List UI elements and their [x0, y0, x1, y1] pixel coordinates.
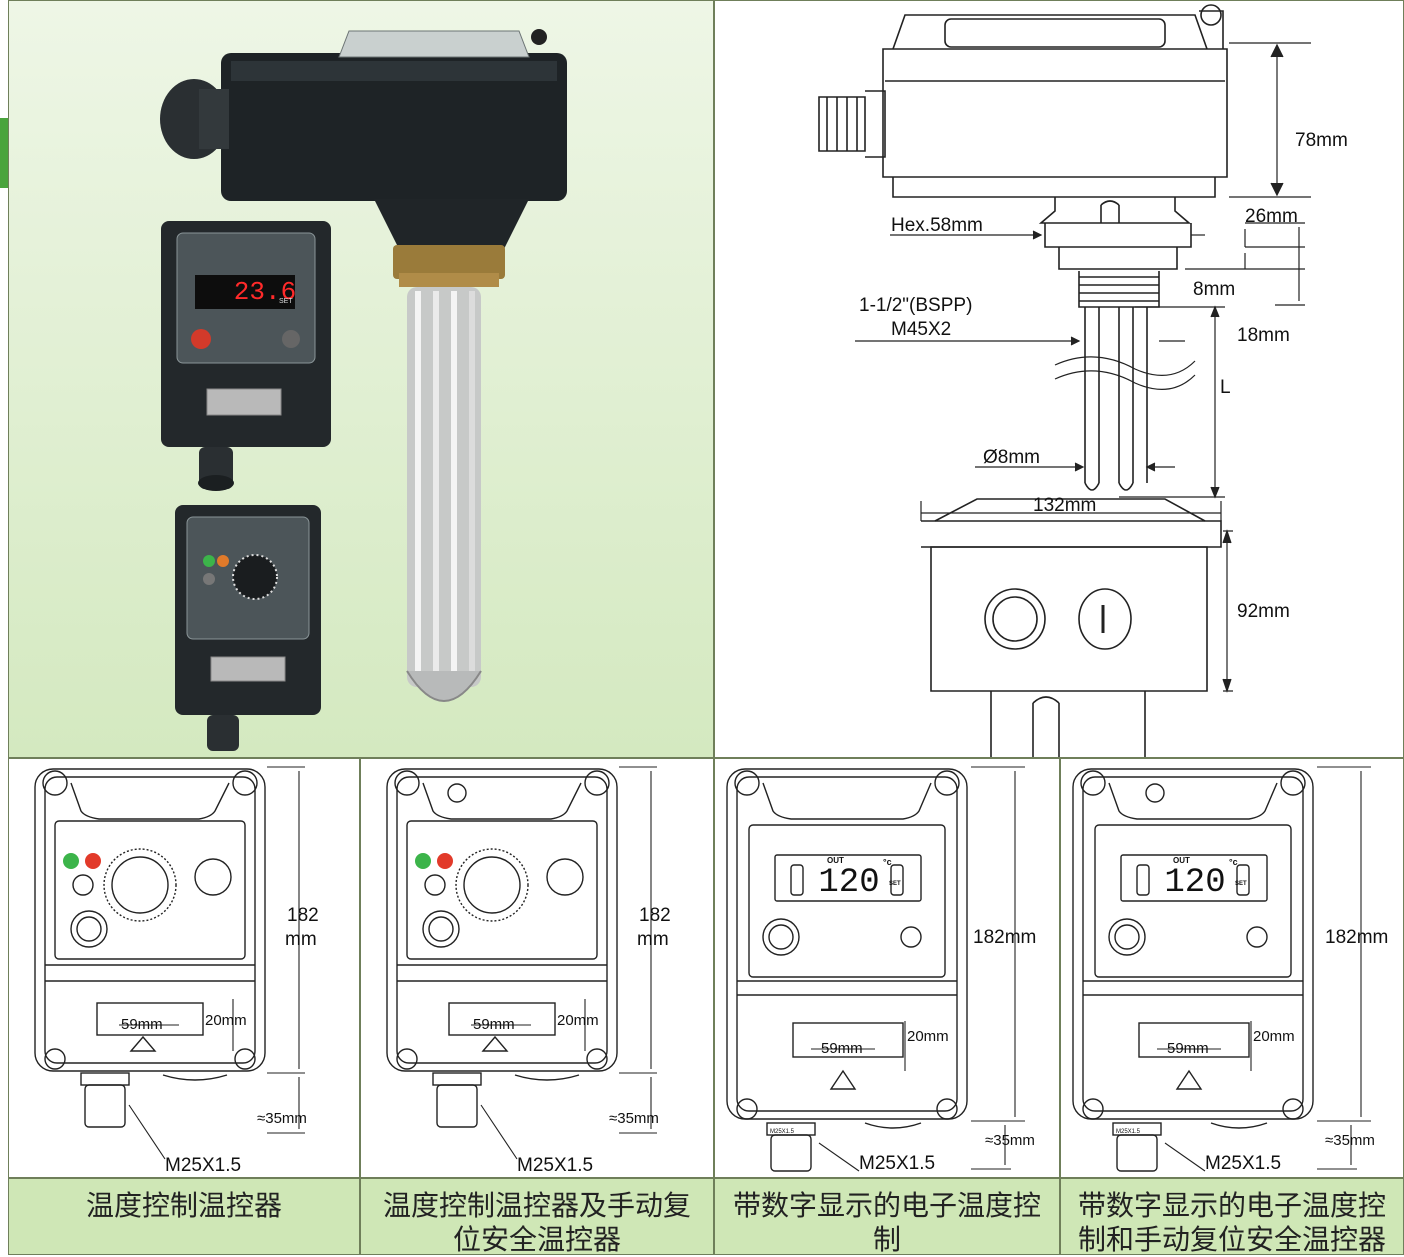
caption-variant-2: 温度控制温控器及手动复位安全温控器: [360, 1178, 714, 1256]
v4-display-set: SET: [1235, 881, 1247, 887]
dim-bspp: 1-1/2"(BSPP): [859, 295, 972, 316]
v2-gland-thread: M25X1.5: [517, 1155, 593, 1176]
v3-gland-height: ≈35mm: [985, 1132, 1035, 1149]
v3-gland-thread: M25X1.5: [859, 1153, 935, 1174]
v1-label-height: 20mm: [205, 1012, 247, 1029]
v3-display-out: OUT: [827, 856, 844, 865]
display-reading: 23.6: [234, 277, 296, 307]
variant-4-drawing: 120 OUT °c SET M25X1.5 182mm 59mm 20mm ≈…: [1060, 758, 1404, 1178]
v4-display-value: 120: [1164, 864, 1225, 902]
digital-controller-photo: 23.6 SET: [161, 221, 331, 491]
v1-gland-thread: M25X1.5: [165, 1155, 241, 1176]
variant-3-drawing: 120 OUT °c SET M25X1.5 182mm 59mm 20mm ≈…: [714, 758, 1060, 1178]
v1-gland-height: ≈35mm: [257, 1110, 307, 1127]
v4-gland-height: ≈35mm: [1325, 1132, 1375, 1149]
v2-gland-height: ≈35mm: [609, 1110, 659, 1127]
variant-4-svg: 120 OUT °c SET M25X1.5 182mm 59mm 20mm ≈…: [1072, 766, 1388, 1174]
dim-132: 132mm: [1033, 495, 1096, 516]
v4-display-out: OUT: [1173, 856, 1190, 865]
v3-label-height: 20mm: [907, 1028, 949, 1045]
caption-variant-1: 温度控制温控器: [8, 1178, 360, 1255]
caption-1-line1: 温度控制温控器: [85, 1189, 282, 1222]
v3-label-width: 59mm: [821, 1040, 863, 1057]
heater-head-enclosure: [160, 29, 567, 287]
caption-2-line2: 位安全温控器: [452, 1223, 621, 1256]
v2-label-width: 59mm: [473, 1016, 515, 1033]
v1-height-line2: mm: [285, 929, 317, 950]
v3-display-set: SET: [889, 881, 901, 887]
dim-78: 78mm: [1295, 130, 1348, 151]
dial-controller-photo: [175, 505, 321, 751]
dim-26: 26mm: [1245, 206, 1298, 227]
dim-diameter-8: Ø8mm: [983, 447, 1040, 468]
v3-gland-tag: M25X1.5: [770, 1129, 795, 1135]
dim-8: 8mm: [1193, 279, 1235, 300]
v4-display-unit: °c: [1229, 857, 1238, 867]
variant-1-svg: 182 mm 59mm 20mm ≈35mm M25X1.5: [34, 766, 319, 1176]
dim-length-L: L: [1220, 377, 1231, 398]
v4-gland-tag: M25X1.5: [1116, 1129, 1141, 1135]
v3-display-value: 120: [818, 864, 879, 902]
variant-1-drawing: 182 mm 59mm 20mm ≈35mm M25X1.5: [8, 758, 360, 1178]
v2-height-line1: 182: [639, 905, 671, 926]
v4-label-height: 20mm: [1253, 1028, 1295, 1045]
v3-height: 182mm: [973, 927, 1036, 948]
variant-2-drawing: 182 mm 59mm 20mm ≈35mm M25X1.5: [360, 758, 714, 1178]
caption-4-line2: 制和手动复位安全温控器: [1077, 1223, 1386, 1256]
caption-variant-3: 带数字显示的电子温度控制: [714, 1178, 1060, 1256]
v1-height-line1: 182: [287, 905, 319, 926]
v2-height-line2: mm: [637, 929, 669, 950]
accent-tab: [0, 118, 8, 188]
v3-display-unit: °c: [883, 857, 892, 867]
variant-3-svg: 120 OUT °c SET M25X1.5 182mm 59mm 20mm ≈…: [726, 766, 1036, 1174]
dim-m45: M45X2: [891, 319, 951, 340]
dim-hex: Hex.58mm: [891, 215, 983, 236]
v1-label-width: 59mm: [121, 1016, 163, 1033]
heater-drawing: 78mm 26mm Hex.58mm 8mm 1-1/2"(BSPP) M45X…: [818, 4, 1348, 757]
caption-2-line1: 温度控制温控器及手动复: [382, 1189, 691, 1222]
caption-4-line1: 带数字显示的电子温度控: [1077, 1189, 1386, 1222]
dim-92: 92mm: [1237, 601, 1290, 622]
v4-height: 182mm: [1325, 927, 1388, 948]
product-photo: 23.6 SET: [160, 29, 567, 751]
heating-rods: [406, 287, 482, 702]
display-set-label: SET: [279, 298, 293, 305]
caption-3-line2: 制: [872, 1223, 901, 1256]
variant-2-svg: 182 mm 59mm 20mm ≈35mm M25X1.5: [386, 766, 671, 1176]
v4-label-width: 59mm: [1167, 1040, 1209, 1057]
caption-variant-4: 带数字显示的电子温度控制和手动复位安全温控器: [1060, 1178, 1404, 1256]
caption-3-line1: 带数字显示的电子温度控: [732, 1189, 1041, 1222]
product-photo-panel: 23.6 SET: [8, 0, 714, 758]
v2-label-height: 20mm: [557, 1012, 599, 1029]
heater-dimension-drawing: 78mm 26mm Hex.58mm 8mm 1-1/2"(BSPP) M45X…: [714, 0, 1404, 758]
v4-gland-thread: M25X1.5: [1205, 1153, 1281, 1174]
dim-18: 18mm: [1237, 325, 1290, 346]
